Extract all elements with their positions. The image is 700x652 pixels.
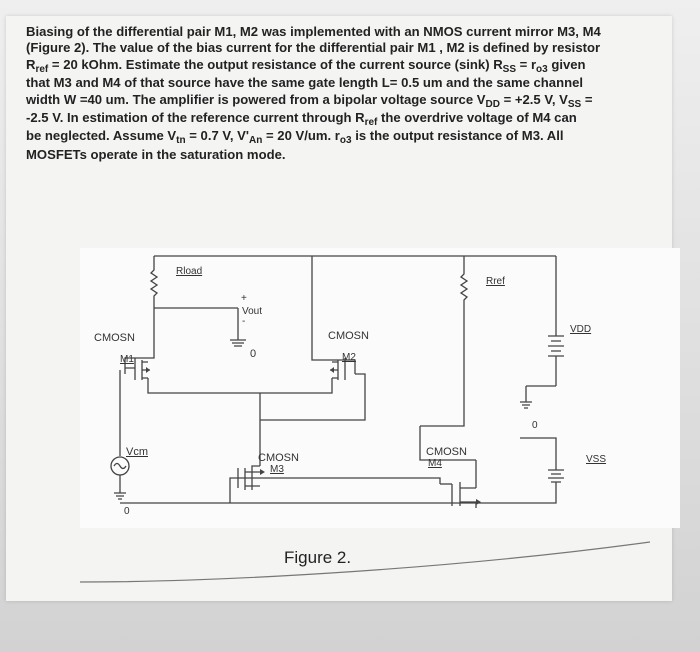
problem-line-3: Rref = 20 kOhm. Estimate the output resi…: [26, 56, 586, 75]
rref-label: Rref: [486, 276, 505, 287]
m1-model-label: CMOSN: [94, 332, 135, 344]
vss-label: VSS: [586, 454, 607, 465]
figure-caption: Figure 2.: [284, 548, 352, 567]
m4-label: M4: [428, 458, 442, 469]
m2-model-label: CMOSN: [328, 330, 369, 342]
pen-stroke: [80, 541, 651, 583]
problem-line-7: be neglected. Assume Vtn = 0.7 V, V'An =…: [26, 128, 564, 147]
vcm-ground-zero: 0: [124, 506, 130, 517]
problem-line-8: MOSFETs operate in the saturation mode.: [26, 146, 286, 162]
problem-line-4: that M3 and M4 of that source have the s…: [26, 75, 583, 91]
problem-line-5: width W =40 um. The amplifier is powered…: [26, 91, 593, 110]
vout-label: Vout: [242, 306, 263, 317]
circuit-wires: [110, 255, 564, 508]
vdd-ground-zero: 0: [532, 420, 538, 431]
problem-line-2: (Figure 2). The value of the bias curren…: [26, 40, 601, 56]
vdd-label: VDD: [570, 324, 592, 335]
vout-ground-zero: 0: [250, 348, 257, 360]
m2-label: M2: [342, 352, 356, 363]
problem-line-6: -2.5 V. In estimation of the reference c…: [26, 110, 577, 129]
m3-model-label: CMOSN: [258, 452, 299, 464]
vcm-label: Vcm: [126, 446, 148, 458]
circuit-schematic: Rload Rref + Vout - 0 CMOSN M1 CMOSN M2 …: [80, 248, 680, 528]
m1-label: M1: [120, 354, 134, 365]
problem-statement: Biasing of the differential pair M1, M2 …: [26, 24, 666, 163]
vout-plus-label: +: [241, 293, 247, 304]
vout-minus-label: -: [242, 316, 246, 327]
problem-line-1: Biasing of the differential pair M1, M2 …: [26, 24, 601, 39]
m4-model-label: CMOSN: [426, 446, 467, 458]
rload-label: Rload: [176, 266, 203, 277]
m3-label: M3: [270, 464, 284, 475]
